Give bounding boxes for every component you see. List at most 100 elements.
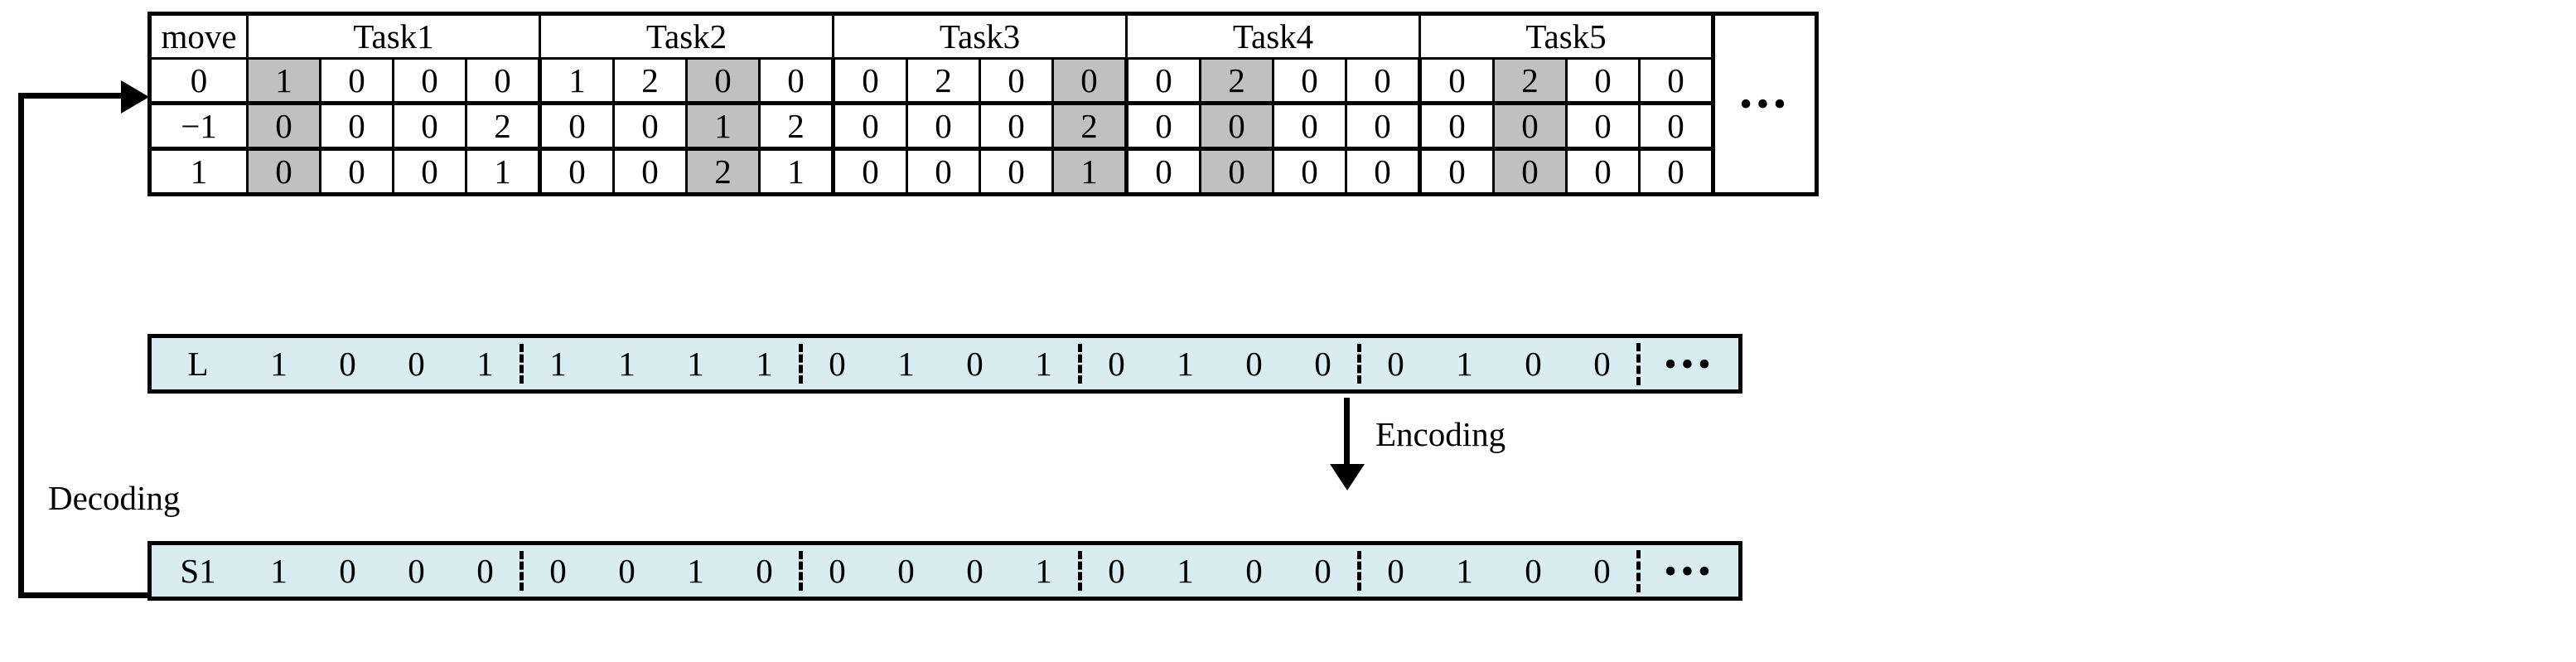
matrix-cell-t1-c2: 0 xyxy=(319,147,394,196)
bar-bit-S1-t1-c4: 0 xyxy=(476,552,494,590)
matrix-cell-t3-c3: 0 xyxy=(979,101,1054,150)
bar-bit-S1-t5-c4: 0 xyxy=(1593,552,1611,590)
bar-bit-S1-t2-c1: 0 xyxy=(549,552,567,590)
bar-ellipsis-L: ••• xyxy=(1636,342,1738,385)
decoding-arrow-bottom xyxy=(18,592,149,598)
matrix-cell-t1-c1: 1 xyxy=(246,57,321,104)
bar-bit-L-t4-c1: 0 xyxy=(1108,345,1125,383)
matrix-cell-t1-c1: 0 xyxy=(246,147,321,196)
bar-bit-L-t5-c1: 0 xyxy=(1387,345,1404,383)
decoding-arrow-top xyxy=(18,93,128,99)
matrix-cell-t3-c4: 2 xyxy=(1051,101,1129,150)
matrix-cell-t2-c4: 0 xyxy=(758,57,835,104)
matrix-cell-t3-c4: 1 xyxy=(1051,147,1129,196)
bar-group-S1-t1: 1 0 0 0 xyxy=(244,551,520,591)
bar-bit-L-t4-c4: 0 xyxy=(1314,345,1331,383)
matrix-cell-t4-c3: 0 xyxy=(1272,101,1347,150)
matrix-cell-t4-c1: 0 xyxy=(1125,57,1201,104)
bar-bit-S1-t2-c3: 1 xyxy=(687,552,704,590)
bar-ellipsis-S1: ••• xyxy=(1636,549,1738,592)
task-header-5: Task5 xyxy=(1418,12,1714,60)
encoding-matrix-table: move Task1 Task2 Task3 Task4 Task5 ••• 0… xyxy=(147,12,1819,196)
matrix-cell-t5-c4: 0 xyxy=(1638,101,1715,150)
bar-bit-S1-t5-c1: 0 xyxy=(1387,552,1404,590)
matrix-cell-t1-c2: 0 xyxy=(319,57,394,104)
bar-bit-L-t5-c4: 0 xyxy=(1593,345,1611,383)
matrix-cell-t4-c4: 0 xyxy=(1345,147,1422,196)
decoding-arrow-vertical xyxy=(18,93,24,598)
matrix-cell-t4-c3: 0 xyxy=(1272,57,1347,104)
bar-bit-S1-t4-c4: 0 xyxy=(1314,552,1331,590)
table-ellipsis-cell: ••• xyxy=(1711,12,1818,196)
bar-bit-S1-t4-c2: 1 xyxy=(1177,552,1194,590)
matrix-cell-t4-c4: 0 xyxy=(1345,101,1422,150)
matrix-cell-t2-c2: 2 xyxy=(612,57,688,104)
bar-bit-S1-t5-c3: 0 xyxy=(1525,552,1542,590)
matrix-body: move Task1 Task2 Task3 Task4 Task5 ••• 0… xyxy=(148,12,1818,196)
bar-group-S1-t2: 0 0 1 0 xyxy=(520,551,799,591)
matrix-cell-t5-c1: 0 xyxy=(1418,147,1495,196)
matrix-cell-t5-c4: 0 xyxy=(1638,147,1715,196)
matrix-cell-t2-c4: 2 xyxy=(758,101,835,150)
matrix-cell-t4-c2: 2 xyxy=(1199,57,1274,104)
matrix-cell-t2-c1: 0 xyxy=(539,147,615,196)
bar-bit-L-t2-c1: 1 xyxy=(549,345,567,383)
matrix-cell-t1-c2: 0 xyxy=(319,101,394,150)
bar-bit-S1-t3-c4: 1 xyxy=(1035,552,1052,590)
matrix-header-row: move Task1 Task2 Task3 Task4 Task5 ••• xyxy=(148,12,1818,196)
bar-bit-L-t3-c3: 0 xyxy=(966,345,984,383)
bar-bit-L-t1-c3: 0 xyxy=(408,345,425,383)
bar-bit-L-t3-c4: 1 xyxy=(1035,345,1052,383)
matrix-cell-t3-c2: 0 xyxy=(906,101,981,150)
bar-bit-S1-t1-c2: 0 xyxy=(339,552,356,590)
decoding-arrow-head-icon xyxy=(121,80,149,114)
task-header-1: Task1 xyxy=(246,12,541,60)
decoding-label: Decoding xyxy=(48,479,181,517)
matrix-cell-t2-c3: 1 xyxy=(685,101,761,150)
bar-label-S1: S1 xyxy=(180,552,216,590)
matrix-cell-t3-c1: 0 xyxy=(832,57,908,104)
bar-bit-S1-t3-c3: 0 xyxy=(966,552,984,590)
task-header-3: Task3 xyxy=(832,12,1128,60)
move-value-cell: 0 xyxy=(148,57,249,104)
bar-bit-L-t1-c4: 1 xyxy=(476,345,494,383)
bar-bit-S1-t2-c4: 0 xyxy=(756,552,773,590)
matrix-cell-t4-c1: 0 xyxy=(1125,147,1201,196)
matrix-cell-t2-c2: 0 xyxy=(612,147,688,196)
matrix-cell-t5-c4: 0 xyxy=(1638,57,1715,104)
matrix-cell-t2-c3: 2 xyxy=(685,147,761,196)
matrix-cell-t2-c2: 0 xyxy=(612,101,688,150)
matrix-cell-t3-c2: 2 xyxy=(906,57,981,104)
matrix-cell-t5-c3: 0 xyxy=(1565,57,1641,104)
bar-bit-S1-t1-c3: 0 xyxy=(408,552,425,590)
move-value-cell: 1 xyxy=(148,147,249,196)
bar-bit-S1-t2-c2: 0 xyxy=(618,552,636,590)
move-header-cell: move xyxy=(148,12,249,60)
bar-bit-L-t2-c4: 1 xyxy=(756,345,773,383)
bar-bit-L-t5-c3: 0 xyxy=(1525,345,1542,383)
matrix-cell-t5-c1: 0 xyxy=(1418,57,1495,104)
matrix-cell-t5-c2: 0 xyxy=(1492,147,1568,196)
matrix-cell-t4-c4: 0 xyxy=(1345,57,1422,104)
bar-bit-L-t4-c2: 1 xyxy=(1177,345,1194,383)
matrix-cell-t1-c3: 0 xyxy=(392,57,467,104)
bar-bit-S1-t1-c1: 1 xyxy=(270,552,288,590)
bar-bit-L-t3-c2: 1 xyxy=(897,345,915,383)
matrix-cell-t2-c4: 1 xyxy=(758,147,835,196)
task-header-4: Task4 xyxy=(1125,12,1421,60)
matrix-cell-t3-c1: 0 xyxy=(832,147,908,196)
matrix-cell-t1-c4: 0 xyxy=(465,57,542,104)
matrix-cell-t3-c2: 0 xyxy=(906,147,981,196)
encoding-label: Encoding xyxy=(1375,415,1506,453)
bar-bit-L-t4-c3: 0 xyxy=(1245,345,1263,383)
bar-bit-L-t1-c2: 0 xyxy=(339,345,356,383)
matrix-cell-t3-c3: 0 xyxy=(979,57,1054,104)
